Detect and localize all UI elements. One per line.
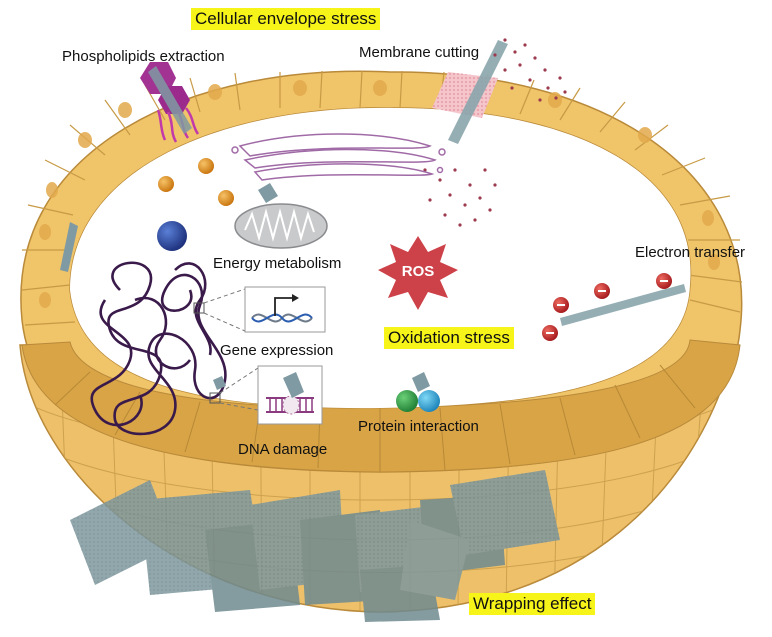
nanosheet-wrapping	[70, 470, 560, 622]
dna-damage-box	[257, 365, 323, 425]
membrane-cutting-site	[423, 38, 567, 227]
protein-interaction-label: Protein interaction	[358, 418, 479, 435]
vesicle-orange	[158, 176, 174, 192]
phospholipid-icon	[140, 62, 200, 143]
oxidation-stress-highlight: Oxidation stress	[384, 327, 514, 349]
electron-transfer	[542, 273, 686, 341]
electron-icon	[594, 283, 610, 299]
dna-coil-icon	[90, 261, 227, 436]
nanosheet-icon	[148, 66, 192, 134]
electron-transfer-label: Electron transfer	[635, 244, 746, 261]
electron-icon	[553, 297, 569, 313]
membrane-cutting-label: Membrane cutting	[359, 44, 480, 61]
ros-burst-icon: ROS	[378, 236, 458, 310]
golgi-icon	[231, 133, 446, 181]
vesicle-orange	[198, 158, 214, 174]
title-highlight: Cellular envelope stress	[191, 8, 381, 30]
nanosheet-icon	[560, 284, 686, 326]
mitochondria-icon	[234, 183, 328, 249]
vesicle-orange	[218, 190, 234, 206]
nanosheet-icon	[258, 183, 278, 203]
electron-icon	[656, 273, 672, 289]
nanosheet-icon	[283, 372, 304, 398]
dna-damage-label: DNA damage	[238, 441, 328, 458]
phospholipids-label: Phospholipids extraction	[62, 48, 225, 65]
protein-icon	[396, 372, 440, 412]
vesicle-blue	[157, 221, 187, 251]
nanosheet-icon	[448, 40, 508, 144]
ros-label: ROS	[402, 263, 435, 280]
electron-icon	[542, 325, 558, 341]
cell-interior	[70, 107, 691, 409]
nanosheet-icon	[213, 376, 226, 390]
nanosheet-icon	[412, 372, 430, 392]
wrapping-effect-highlight: Wrapping effect	[469, 593, 596, 615]
gene-expression-box	[244, 286, 326, 333]
nanosheet-icon	[60, 222, 78, 272]
gene-expression-label: Gene expression	[220, 342, 334, 359]
energy-metabolism-label: Energy metabolism	[213, 255, 342, 272]
